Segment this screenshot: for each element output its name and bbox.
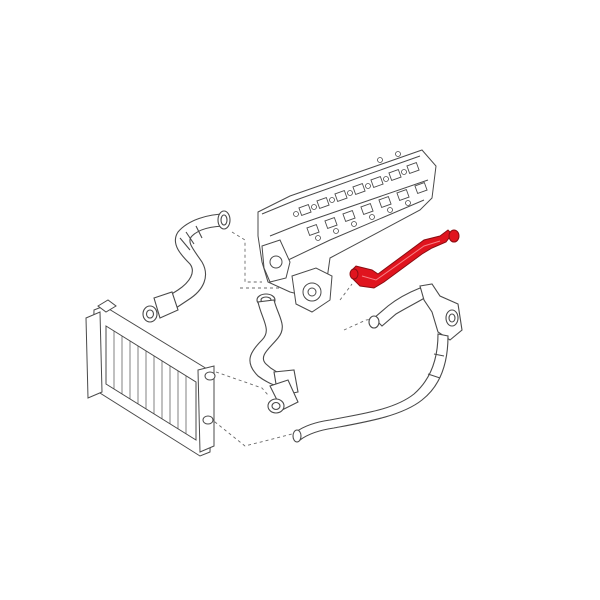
leader-line [231, 231, 262, 283]
coolant-pipe [350, 230, 459, 288]
upper-radiator-hose [143, 211, 230, 322]
upper-hose-end-bottom-inner [147, 310, 154, 318]
cylinder-head-mid-edge [270, 180, 428, 236]
radiator-left-tank [86, 312, 102, 398]
cylinder-head-top-edge [262, 156, 420, 214]
heater-hose-fitting-port-inner [449, 314, 455, 322]
upper-hose-clamp [154, 292, 178, 318]
radiator-lower-outlet [203, 416, 213, 424]
camshaft-caps [299, 163, 427, 236]
cylinder-head [258, 150, 436, 312]
leader-line [215, 371, 269, 396]
cylinder-head-lower-edge [284, 200, 424, 262]
radiator-right-tank [198, 366, 214, 452]
cylinder-head-body [258, 150, 436, 296]
timing-cover [262, 240, 332, 312]
heater-hose-bend [428, 354, 444, 378]
coolant-pipe-end-right [449, 230, 459, 242]
heater-hose-end-left [369, 316, 379, 328]
lower-hose-end-bottom-inner [272, 403, 280, 410]
radiator-fins [114, 331, 186, 434]
coolant-pipe-end-left [350, 269, 358, 279]
radiator-top-bracket [98, 300, 116, 312]
lower-radiator-hose [250, 294, 298, 413]
heater-hose-end-bottom [293, 430, 301, 442]
head-bolts [294, 152, 411, 241]
heater-return-hose [293, 284, 462, 442]
radiator-upper-inlet [205, 372, 215, 380]
upper-hose-end-top-inner [221, 215, 227, 225]
radiator-core [106, 326, 196, 440]
radiator [86, 300, 215, 456]
upper-hose-ribs [180, 226, 202, 250]
leader-line [209, 417, 301, 447]
coolant-pipe-highlight [362, 241, 440, 280]
